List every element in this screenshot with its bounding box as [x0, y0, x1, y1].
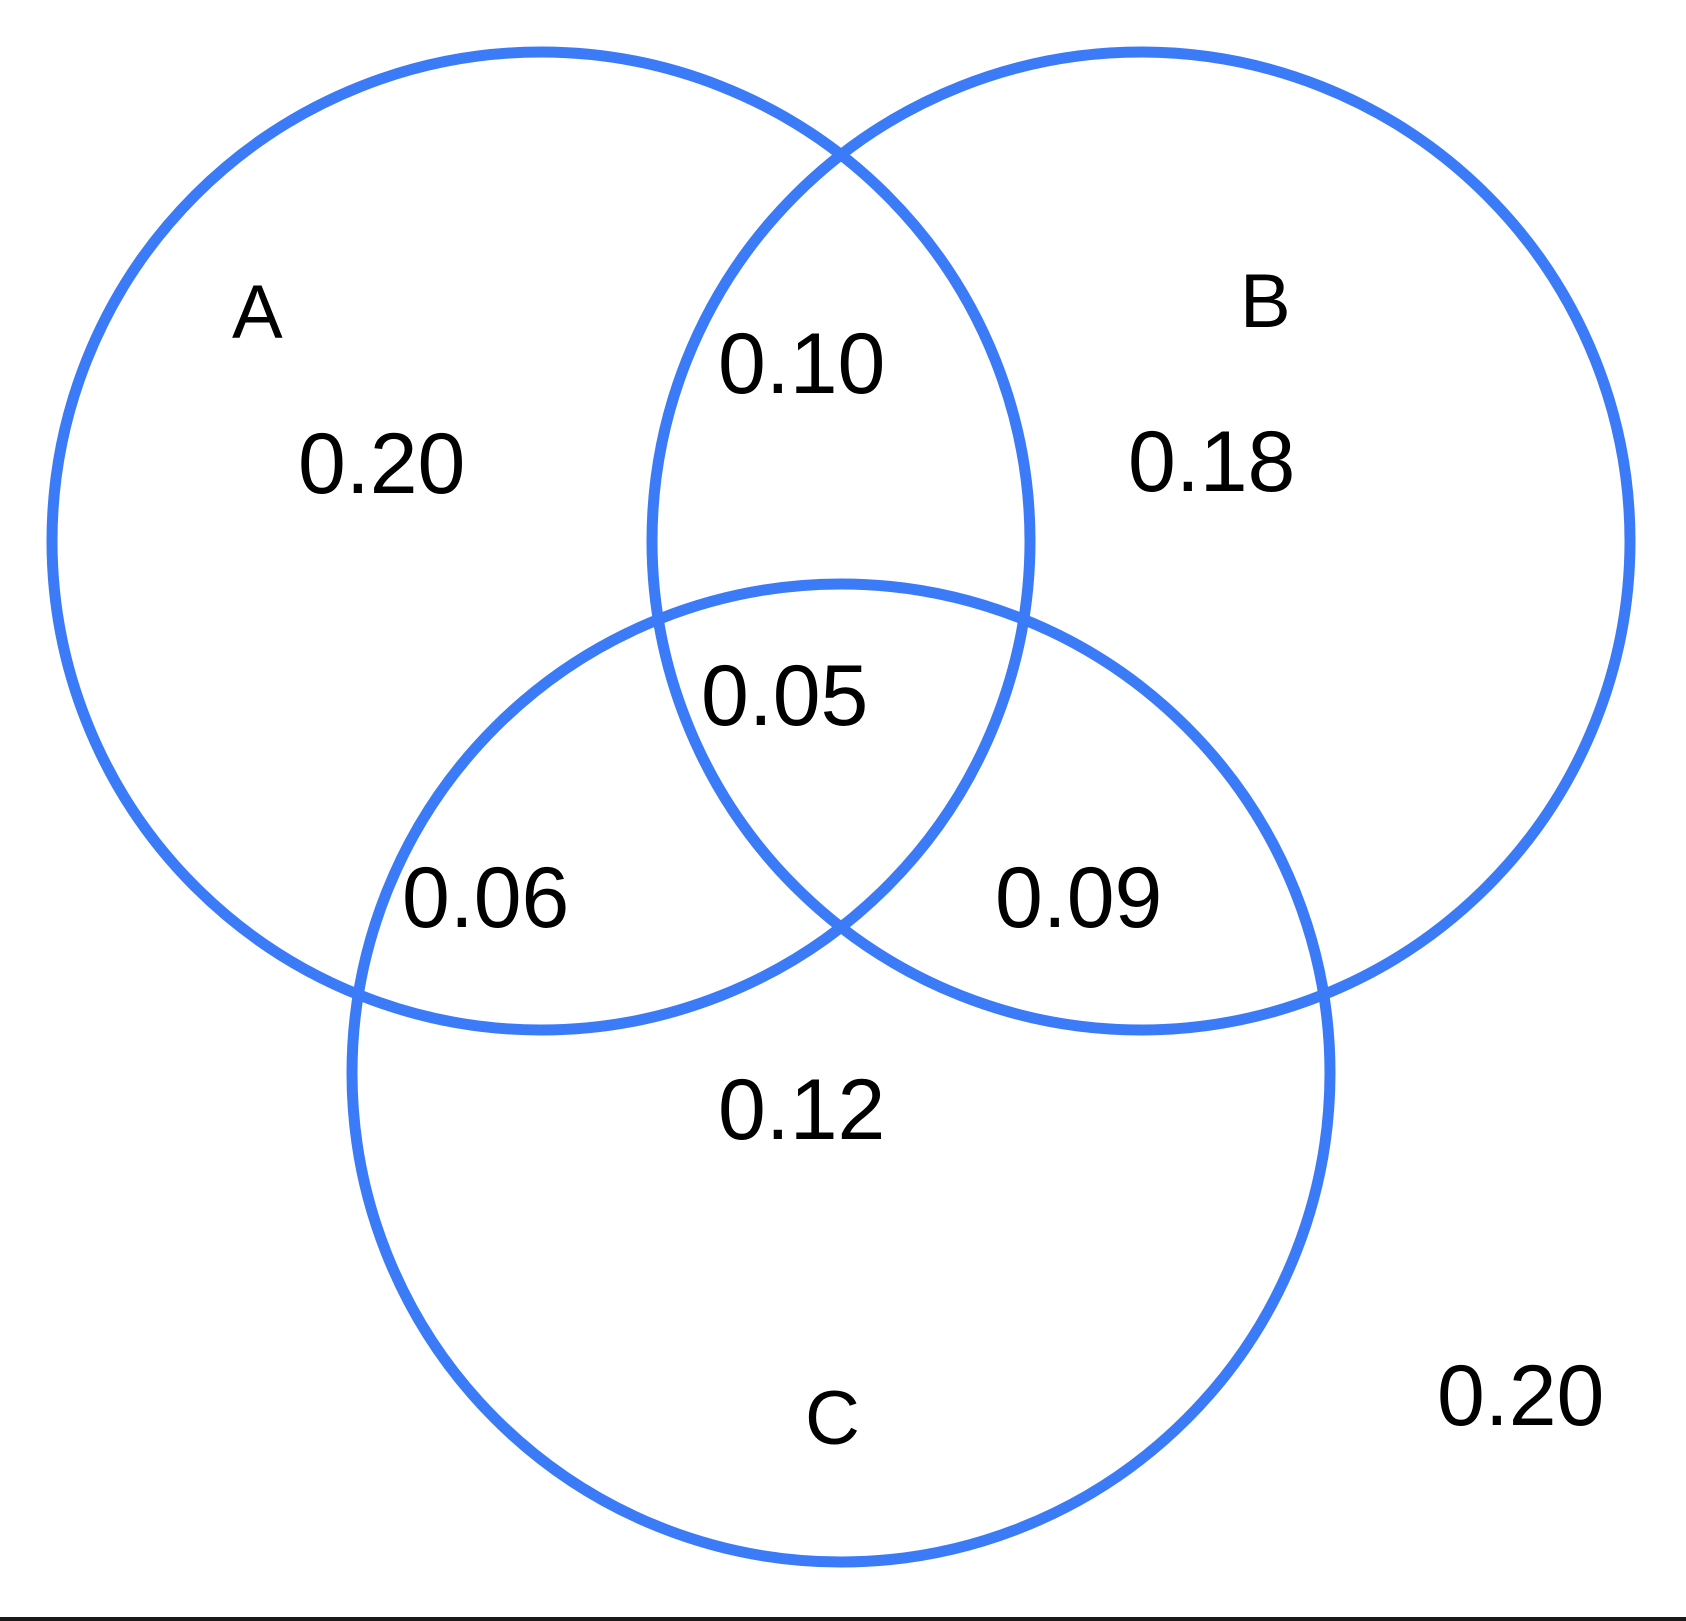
region-value-outside: 0.20 [1437, 1348, 1605, 1444]
circle-set-c [346, 578, 1336, 1568]
region-value-a-and-b-and-c: 0.05 [701, 648, 869, 744]
region-value-a-and-b: 0.10 [718, 316, 886, 412]
region-value-b-and-c: 0.09 [995, 850, 1163, 946]
set-label-b: B [1240, 259, 1291, 344]
set-label-c: C [805, 1376, 860, 1461]
region-value-only-c: 0.12 [718, 1062, 886, 1158]
region-value-only-a: 0.20 [298, 416, 466, 512]
set-label-a: A [232, 270, 283, 355]
circle-set-a [46, 46, 1036, 1036]
region-value-only-b: 0.18 [1128, 414, 1296, 510]
region-value-a-and-c: 0.06 [402, 850, 570, 946]
circle-set-b [646, 46, 1636, 1036]
